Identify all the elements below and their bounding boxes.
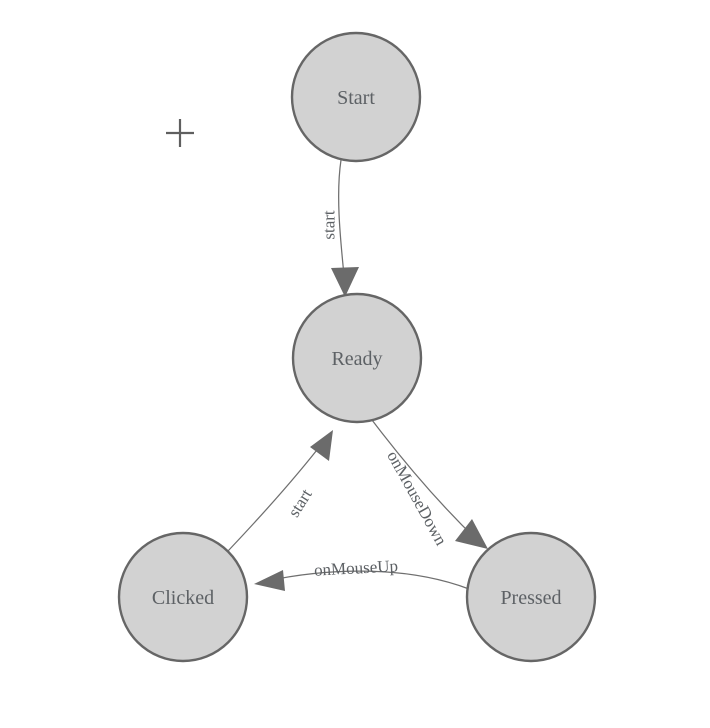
arrow-head-icon [310, 430, 333, 461]
node-label: Ready [331, 348, 382, 370]
edge-line [266, 570, 470, 590]
plus-marker [166, 119, 194, 147]
node-pressed[interactable]: Pressed [465, 531, 597, 663]
node-circle[interactable] [117, 531, 249, 663]
edge-pressed-to-clicked[interactable]: onMouseUp [254, 556, 470, 591]
edge-label: start [320, 210, 339, 240]
node-label: Clicked [152, 587, 214, 609]
edge-label: onMouseUp [314, 556, 399, 579]
edge-label: onMouseDown [383, 448, 451, 549]
node-circle[interactable] [291, 292, 423, 424]
arrow-head-icon [254, 570, 285, 591]
edge-start-to-ready[interactable]: start [320, 159, 360, 297]
node-clicked[interactable]: Clicked [117, 531, 249, 663]
node-circle[interactable] [465, 531, 597, 663]
node-label: Pressed [500, 587, 561, 609]
node-circle[interactable] [290, 31, 422, 163]
edge-clicked-to-ready[interactable]: start [227, 430, 333, 552]
node-label: Start [337, 87, 375, 109]
node-start[interactable]: Start [290, 31, 422, 163]
arrow-head-icon [455, 519, 488, 549]
edge-ready-to-pressed[interactable]: onMouseDown [371, 419, 488, 549]
edge-label: start [284, 485, 316, 520]
node-ready[interactable]: Ready [291, 292, 423, 424]
arrow-head-icon [331, 267, 359, 297]
edge-line [338, 159, 346, 287]
edge-line [227, 440, 325, 552]
